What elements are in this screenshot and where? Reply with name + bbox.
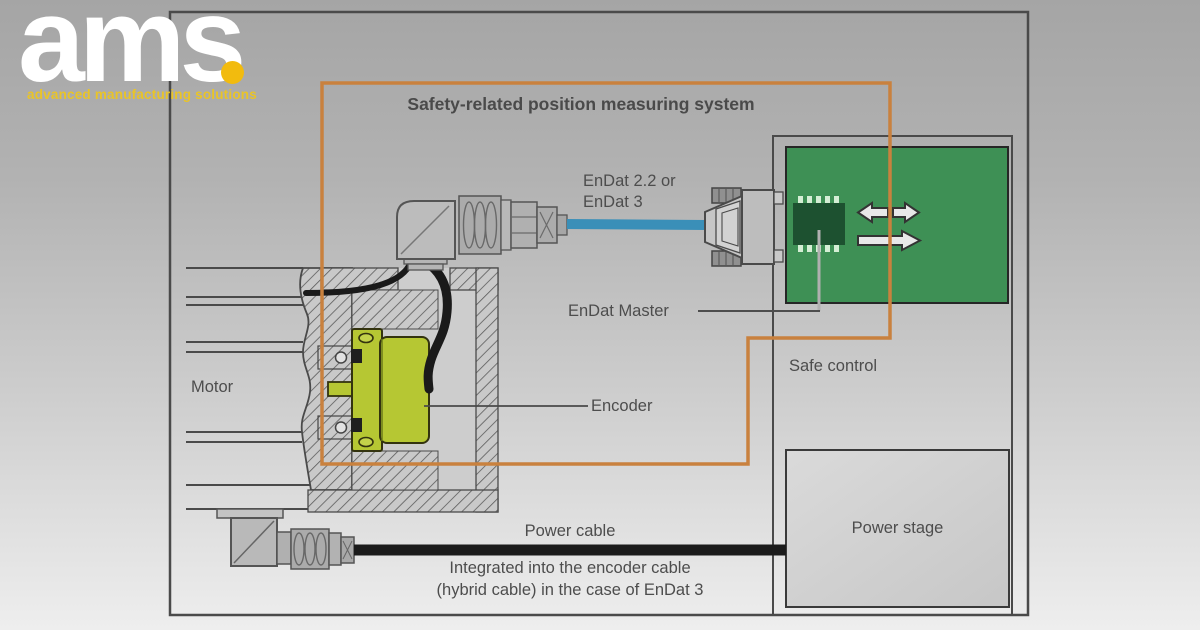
encoder-connector — [396, 195, 568, 271]
motor-label: Motor — [191, 378, 234, 396]
endat-cable — [566, 219, 707, 230]
endat-master-label: EnDat Master — [568, 302, 669, 320]
encoder-shaft — [327, 381, 355, 397]
endat-cable-label: EnDat 2.2 or EnDat 3 — [583, 172, 676, 211]
housing-bottom-band — [307, 489, 499, 513]
ams-logo-wordmark: ams — [18, 0, 246, 107]
housing-right-wall — [475, 267, 499, 513]
housing-hatch-above-encoder — [351, 289, 439, 330]
housing-left-wall — [299, 267, 353, 491]
bearing-ball-upper — [334, 351, 348, 364]
safety-boundary — [320, 81, 892, 466]
power-stage-box — [785, 449, 1010, 608]
encoder-body — [379, 336, 430, 444]
housing-hatch-below-encoder — [351, 450, 439, 491]
power-cable-label: Power cable — [524, 522, 616, 540]
ams-logo-dot-icon — [221, 61, 244, 84]
knurled-ring — [458, 195, 502, 255]
flange-hole-bottom — [358, 436, 374, 448]
encoder-unit — [327, 328, 430, 452]
bearing-ball-lower — [334, 421, 348, 434]
flange-hole-top — [358, 332, 374, 344]
flange-clamp-bottom — [351, 418, 362, 432]
control-pcb — [785, 146, 1009, 304]
power-cable-note: Integrated into the encoder cable (hybri… — [436, 559, 704, 599]
power-connector — [216, 508, 355, 570]
arrow-left-icon — [856, 201, 889, 224]
diagram-frame — [168, 10, 1030, 617]
encoder-label: Encoder — [591, 397, 653, 415]
endat-master-leader — [698, 230, 821, 312]
encoder-flange — [351, 328, 383, 452]
safe-control-box — [772, 135, 1013, 616]
diagram-title: Safety-related position measuring system — [407, 94, 755, 114]
flange-clamp-top — [351, 349, 362, 363]
dsub-backshell — [741, 189, 775, 265]
safe-control-label: Safe control — [789, 357, 878, 375]
ams-logo: ams advanced manufacturing solutions — [0, 0, 270, 115]
dsub-connector — [704, 187, 784, 267]
ams-logo-subtitle: advanced manufacturing solutions — [27, 87, 257, 102]
arrow-right-icon — [892, 201, 921, 224]
power-stage-label: Power stage — [851, 519, 944, 537]
